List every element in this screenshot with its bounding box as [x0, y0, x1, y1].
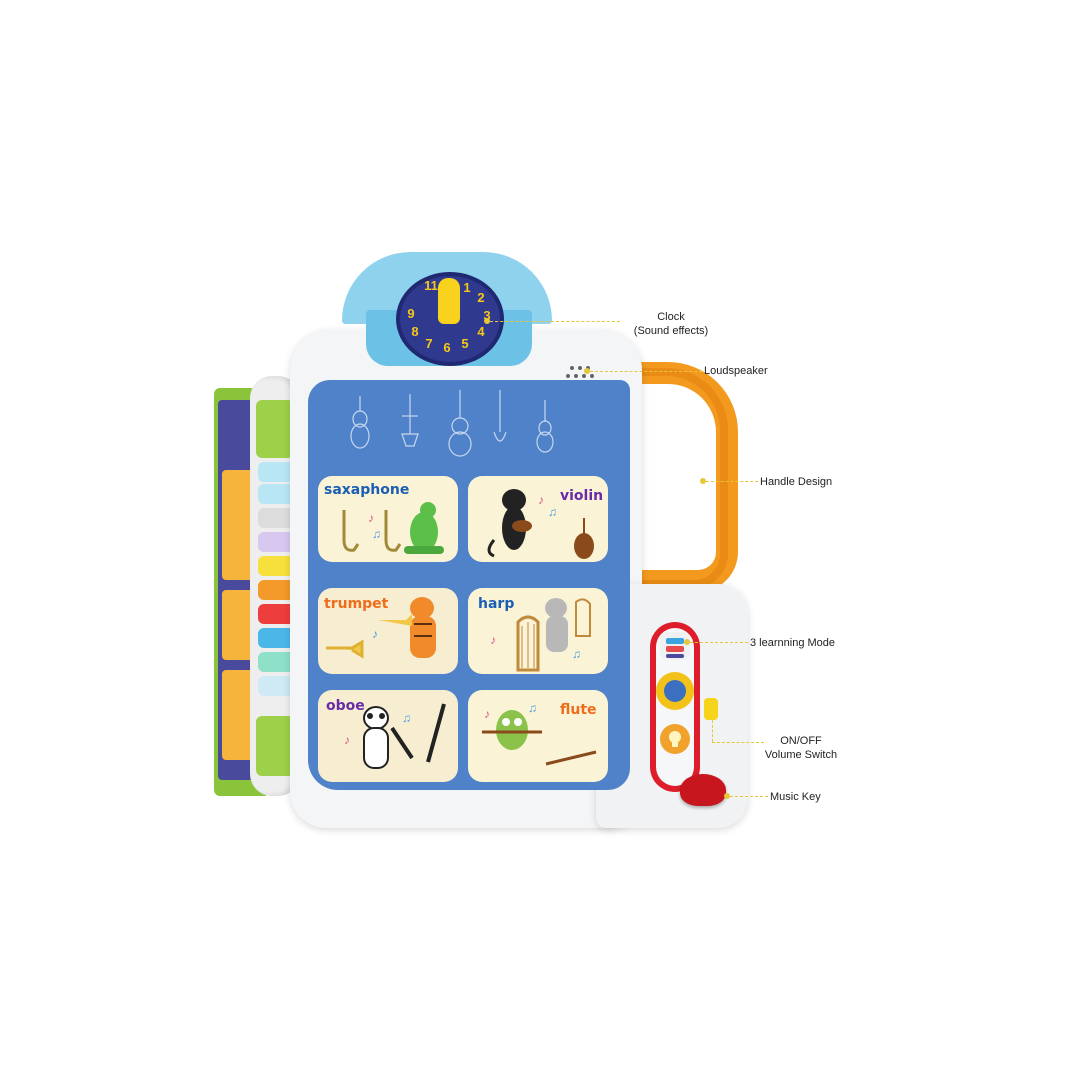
callout-line-switch — [712, 742, 764, 743]
card-word: flute — [560, 702, 597, 718]
clock-hand[interactable] — [438, 278, 460, 324]
svg-text:♫: ♫ — [548, 505, 557, 519]
flute-owl-illustration: ♪ ♫ — [482, 701, 597, 766]
callout-clock: Clock (Sound effects) — [616, 310, 726, 338]
card-word: oboe — [326, 698, 365, 714]
card-flute[interactable]: flute ♪ ♫ — [468, 690, 608, 782]
saxophone-crocodile-illustration: ♪ ♫ — [342, 502, 444, 554]
card-word: saxaphone — [324, 482, 410, 498]
clock-number: 9 — [407, 306, 415, 321]
callout-line-music-key — [730, 796, 768, 797]
callout-handle: Handle Design — [760, 476, 833, 488]
callout-line-switch-vertical — [712, 720, 713, 742]
clock-number: 5 — [461, 336, 469, 351]
callout-music-key: Music Key — [770, 791, 821, 803]
card-trumpet[interactable]: trumpet ♪ — [318, 588, 458, 674]
svg-text:♪: ♪ — [484, 707, 490, 721]
svg-text:♪: ♪ — [490, 633, 496, 647]
card-oboe[interactable]: oboe ♪ ♫ — [318, 690, 458, 782]
card-word: violin — [560, 488, 604, 504]
music-key-button[interactable] — [680, 774, 726, 806]
clock-number: 6 — [443, 340, 451, 355]
spine-green-top — [256, 400, 294, 458]
card-word: harp — [478, 596, 515, 612]
callout-switch-line1: ON/OFF — [780, 735, 822, 747]
callout-dot — [724, 793, 730, 799]
clock-number: 1 — [463, 280, 471, 295]
callout-switch-line2: Volume Switch — [764, 749, 838, 761]
mode-icon — [666, 638, 684, 658]
spine-green-bottom — [256, 716, 294, 776]
violin-cat-illustration: ♪ ♫ — [487, 489, 594, 559]
callout-line-modes — [690, 642, 748, 643]
dial-center — [664, 680, 686, 702]
svg-text:♫: ♫ — [402, 711, 411, 725]
clock-number: 11 — [424, 278, 438, 293]
card-violin[interactable]: violin ♪ ♫ — [468, 476, 608, 562]
svg-text:♪: ♪ — [368, 511, 374, 525]
callout-dot — [584, 368, 590, 374]
callout-dot — [484, 318, 490, 324]
oboe-panda-illustration: ♪ ♫ — [344, 703, 446, 769]
svg-text:♪: ♪ — [344, 733, 350, 747]
clock-number: 8 — [411, 324, 419, 339]
trumpet-tiger-illustration: ♪ — [326, 597, 436, 659]
callout-dot — [700, 478, 706, 484]
callout-line-loudspeaker — [590, 371, 702, 372]
svg-text:♪: ♪ — [538, 493, 544, 507]
mode-button[interactable] — [660, 632, 690, 660]
callout-switch: ON/OFF Volume Switch — [756, 734, 846, 762]
callout-clock-title: Clock — [657, 311, 685, 323]
clock-number: 2 — [477, 290, 485, 305]
clock-number: 3 — [483, 308, 491, 323]
svg-text:♫: ♫ — [528, 701, 537, 715]
card-saxaphone[interactable]: saxaphone ♪ ♫ — [318, 476, 458, 562]
card-harp[interactable]: harp ♪ ♫ — [468, 588, 608, 674]
harp-raccoon-illustration: ♪ ♫ — [490, 598, 591, 672]
clock-number: 4 — [477, 324, 485, 339]
lightbulb-icon[interactable] — [660, 724, 690, 754]
callout-modes: 3 learnning Mode — [750, 637, 836, 649]
svg-text:♫: ♫ — [372, 527, 381, 541]
svg-text:♪: ♪ — [372, 627, 378, 641]
svg-text:♫: ♫ — [572, 647, 581, 661]
callout-dot — [684, 639, 690, 645]
callout-line-clock — [490, 321, 620, 322]
on-off-volume-switch[interactable] — [704, 698, 718, 720]
card-word: trumpet — [324, 596, 389, 612]
callout-line-handle — [706, 481, 758, 482]
callout-clock-subtitle: (Sound effects) — [633, 325, 709, 337]
callout-loudspeaker: Loudspeaker — [704, 365, 768, 377]
instrument-outlines — [350, 390, 554, 457]
clock-number: 7 — [425, 336, 433, 351]
